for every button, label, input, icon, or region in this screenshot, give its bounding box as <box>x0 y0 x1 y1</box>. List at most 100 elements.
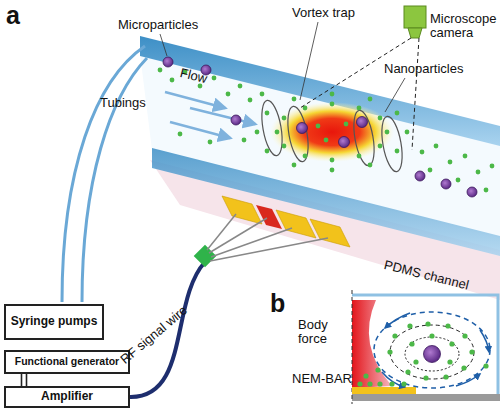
nanoparticles-part <box>282 144 287 149</box>
microscope-camera-part <box>404 6 426 28</box>
panel-b-drawing-part <box>390 325 474 379</box>
nanoparticles-part <box>178 132 183 137</box>
panel-b-drawing-part-part <box>407 323 412 328</box>
panel-b-drawing-part-part <box>449 341 454 346</box>
vortex-loops-part <box>350 109 377 167</box>
nanoparticles-part <box>344 122 349 127</box>
flow-arrows <box>165 92 255 138</box>
panel-b-drawing-part-part <box>375 367 380 372</box>
nanoparticles-part <box>292 97 297 102</box>
nanoparticles-part <box>226 92 231 97</box>
flow-arrows-part <box>170 122 230 138</box>
panel-b-drawing-part-part <box>377 381 382 386</box>
panel-b-drawing-part-part <box>483 363 488 368</box>
panel-b-drawing-part-part <box>425 321 430 326</box>
microparticles-part <box>467 187 477 197</box>
instrument-box: Syringe pumps <box>4 304 104 340</box>
panel-b-drawing-part-part <box>445 323 450 328</box>
leader-lines-part <box>300 22 318 100</box>
vortex-loops-part <box>258 99 285 157</box>
nanoparticles-part <box>248 98 253 103</box>
panel-b-drawing-part <box>456 374 480 386</box>
nanoparticles-part <box>385 130 390 135</box>
box-label: Syringe pumps <box>11 315 98 328</box>
nanoparticles-part <box>330 168 335 173</box>
panel-b-drawing-part-part <box>387 349 392 354</box>
cable-connector <box>22 374 27 386</box>
rf-wire <box>130 214 328 397</box>
rf-wire-part <box>210 238 328 261</box>
panel-b-drawing-part <box>424 346 441 363</box>
panel-b-drawing-part <box>374 312 490 388</box>
panel-b-drawing-part-part <box>413 359 418 364</box>
nanoparticles-part <box>456 178 461 183</box>
electrodes-part <box>310 219 350 247</box>
nanoparticles-part <box>260 92 265 97</box>
instrument-box: Functional generator <box>4 350 130 374</box>
panel-b-drawing-part-part <box>401 381 406 386</box>
nanoparticles-part <box>405 130 410 135</box>
panel-b-drawing-part-part <box>429 333 434 338</box>
panel-b-drawing <box>352 290 500 404</box>
nanoparticles-part <box>212 76 217 81</box>
nanoparticles-part <box>238 84 243 89</box>
nanoparticles-part <box>265 149 270 154</box>
microparticles-part <box>441 179 451 189</box>
microscope-camera-part <box>408 28 422 38</box>
nanoparticles-part <box>208 140 213 145</box>
panel-b-drawing-part-part <box>392 333 397 338</box>
tubings-part <box>82 58 147 302</box>
tubings-part <box>62 46 145 302</box>
nanoparticles-part <box>303 154 308 159</box>
part-label: RF signal wire <box>118 303 190 367</box>
microparticles-part <box>231 115 241 125</box>
panel-letter: b <box>270 290 285 318</box>
nanoparticles-part <box>330 102 335 107</box>
part-label: Nanoparticles <box>384 62 464 76</box>
nanoparticles-part <box>170 78 175 83</box>
panel-b-drawing-part <box>385 313 410 328</box>
connector-line <box>26 374 28 386</box>
panel-b-drawing-part <box>405 337 459 371</box>
nanoparticles-part <box>292 163 297 168</box>
nanoparticles-part <box>324 138 329 143</box>
panel-b-drawing-part-part <box>461 365 466 370</box>
channel-front-wall <box>152 148 500 256</box>
nanoparticles-part <box>265 111 270 116</box>
part-label: PDMS channel <box>383 258 471 293</box>
nanoparticles-part <box>282 116 287 121</box>
part-label: Flow <box>179 66 209 87</box>
nanoparticles-part <box>242 138 247 143</box>
nanoparticles-part <box>357 154 362 159</box>
part-label: NEM-BAR <box>292 372 352 386</box>
electrodes-part <box>222 196 262 224</box>
panel-b-drawing-part <box>352 387 416 394</box>
nanoparticles-part <box>158 68 163 73</box>
microparticles-part <box>357 117 368 128</box>
nanoparticles-part <box>330 158 335 163</box>
box-label: Functional generator <box>15 356 119 368</box>
microparticles-part <box>163 57 173 67</box>
microparticles <box>163 57 477 197</box>
vortex-loops <box>258 99 405 173</box>
nanoparticles-part <box>368 97 373 102</box>
panel-b-drawing-part <box>352 295 498 395</box>
panel-b-drawing-part-part <box>409 341 414 346</box>
nanoparticles-part <box>463 154 468 159</box>
part-label: Microparticles <box>118 18 198 32</box>
panel-b-drawing-part-part <box>423 375 428 380</box>
nanoparticles-part <box>357 106 362 111</box>
nanoparticles-part <box>368 163 373 168</box>
instrument-box: Amplifier <box>4 386 130 408</box>
nanoparticles-part <box>420 150 425 155</box>
part-label: Microscope camera <box>430 12 500 41</box>
electrodes-part <box>256 205 282 229</box>
panel-b-drawing-part-part <box>447 359 452 364</box>
flow-arrows-part <box>165 92 225 108</box>
tubings <box>62 46 147 302</box>
connector-line <box>21 374 23 386</box>
microscope-camera-part <box>412 38 419 150</box>
nanoparticles-part <box>275 130 280 135</box>
microparticles-part <box>297 123 308 134</box>
